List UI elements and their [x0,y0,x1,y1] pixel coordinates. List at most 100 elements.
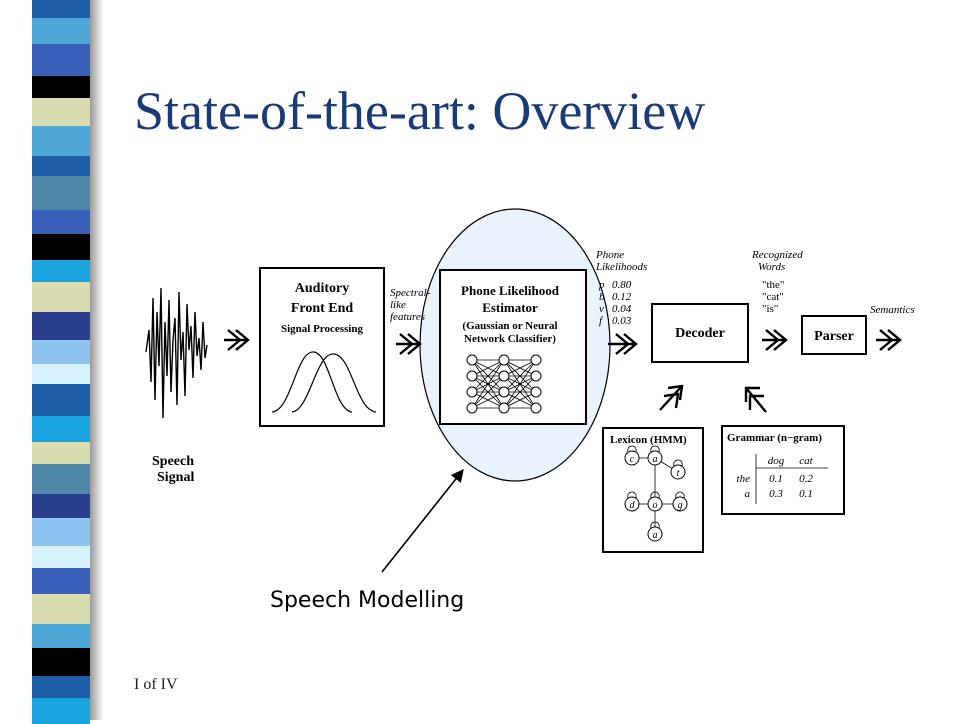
features-label-1: Spectral- [390,287,431,299]
grammar-title: Grammar (n−gram) [727,432,822,444]
features-label-2: like [390,299,406,311]
network-node [466,370,478,382]
phone-likelihood-value: 0.12 [612,291,632,303]
sidebar-stripe [32,210,90,234]
recognized-word-3: "is" [762,303,778,315]
lexicon-title: Lexicon (HMM) [610,434,687,446]
features-label-3: features [390,311,425,323]
recognized-label-1: Recognized [751,249,803,261]
sidebar-stripe [32,494,90,518]
sidebar-stripe [32,44,90,76]
network-node [530,370,542,382]
speech-waveform [145,287,208,419]
frontend-subtitle: Signal Processing [281,323,364,335]
sidebar-stripe [32,416,90,442]
grammar-row-word: a [745,488,751,500]
grammar-row-word: the [737,473,751,485]
hmm-state [647,496,663,512]
estimator-title-1: Phone Likelihood [461,283,560,298]
network-node [498,370,510,382]
stripe-bar-shadow [90,0,104,720]
network-node [498,354,510,366]
network-node [498,386,510,398]
phone-symbol: p [598,279,605,291]
grammar-probability: 0.2 [799,473,813,485]
sidebar-stripe [32,384,90,416]
phone-likelihood-value: 0.03 [612,315,632,327]
speech-signal-label-2: Signal [157,470,194,485]
network-node [530,402,542,414]
sidebar-stripe [32,340,90,364]
hmm-state [672,496,688,512]
sidebar-stripe [32,126,90,156]
decorative-stripe-bar [0,0,110,724]
speech-signal-label-1: Speech [152,454,194,469]
hmm-state-label: a [653,530,658,541]
sidebar-stripe [32,676,90,698]
phone-likelihood-value: 0.04 [612,303,632,315]
arrow-estimator-to-decoder [608,333,638,355]
frontend-title-2: Front End [291,301,354,316]
hmm-state [670,464,686,480]
phone-symbol: v [599,303,604,315]
hmm-state [647,526,663,542]
sidebar-stripe [32,442,90,464]
hmm-state [624,450,640,466]
grammar-column-header: cat [799,455,813,467]
arrow-lexicon-to-decoder [659,384,684,411]
semantics-label: Semantics [870,304,915,316]
sidebar-stripe [32,464,90,494]
grammar-probability: 0.3 [769,488,783,500]
parser-box [801,315,867,355]
network-node [530,386,542,398]
grammar-ngram-box [721,425,845,515]
sidebar-stripe [32,568,90,594]
slide-footer-page-label: I of IV [134,676,178,693]
grammar-column-header: dog [768,455,785,467]
sidebar-stripe [32,312,90,340]
phone-symbol: b [599,291,605,303]
network-node [466,386,478,398]
filter-curve-right [291,353,377,413]
estimator-sub-1: (Gaussian or Neural [462,320,557,332]
arrow-grammar-to-decoder [744,386,767,413]
sidebar-stripe [32,624,90,648]
auditory-front-end-box [259,267,385,427]
recognized-word-1: "the" [762,279,784,291]
filter-curve-left [271,351,353,413]
hmm-state-label: d [630,500,636,511]
phone-likelihood-estimator-box [439,269,587,425]
sidebar-stripe [32,364,90,384]
sidebar-stripe [32,98,90,126]
neural-network-icon [466,354,542,414]
decoder-label: Decoder [675,326,725,341]
sidebar-stripe [32,282,90,312]
arrow-frontend-to-estimator [396,333,422,355]
hmm-state-label: g [678,500,683,511]
sidebar-stripe [32,234,90,260]
sidebar-stripe [32,648,90,676]
hmm-state-label: c [630,454,635,465]
network-node [498,402,510,414]
sidebar-stripe [32,18,90,44]
hmm-state-label: a [653,454,658,465]
arrow-parser-to-semantics [876,329,902,351]
phone-likelihoods-label-1: Phone [595,249,624,261]
sidebar-stripe [32,518,90,546]
network-node [466,354,478,366]
sidebar-stripe [32,0,90,18]
sidebar-stripe [32,176,90,210]
frontend-title-1: Auditory [295,281,349,296]
estimator-title-2: Estimator [482,300,538,315]
parser-label: Parser [814,329,854,344]
network-node [466,402,478,414]
grammar-probability: 0.1 [799,488,813,500]
sidebar-stripe [32,156,90,176]
speech-modelling-callout: Speech Modelling [270,588,465,613]
hmm-state-label: t [677,468,680,479]
sidebar-stripe [32,594,90,624]
